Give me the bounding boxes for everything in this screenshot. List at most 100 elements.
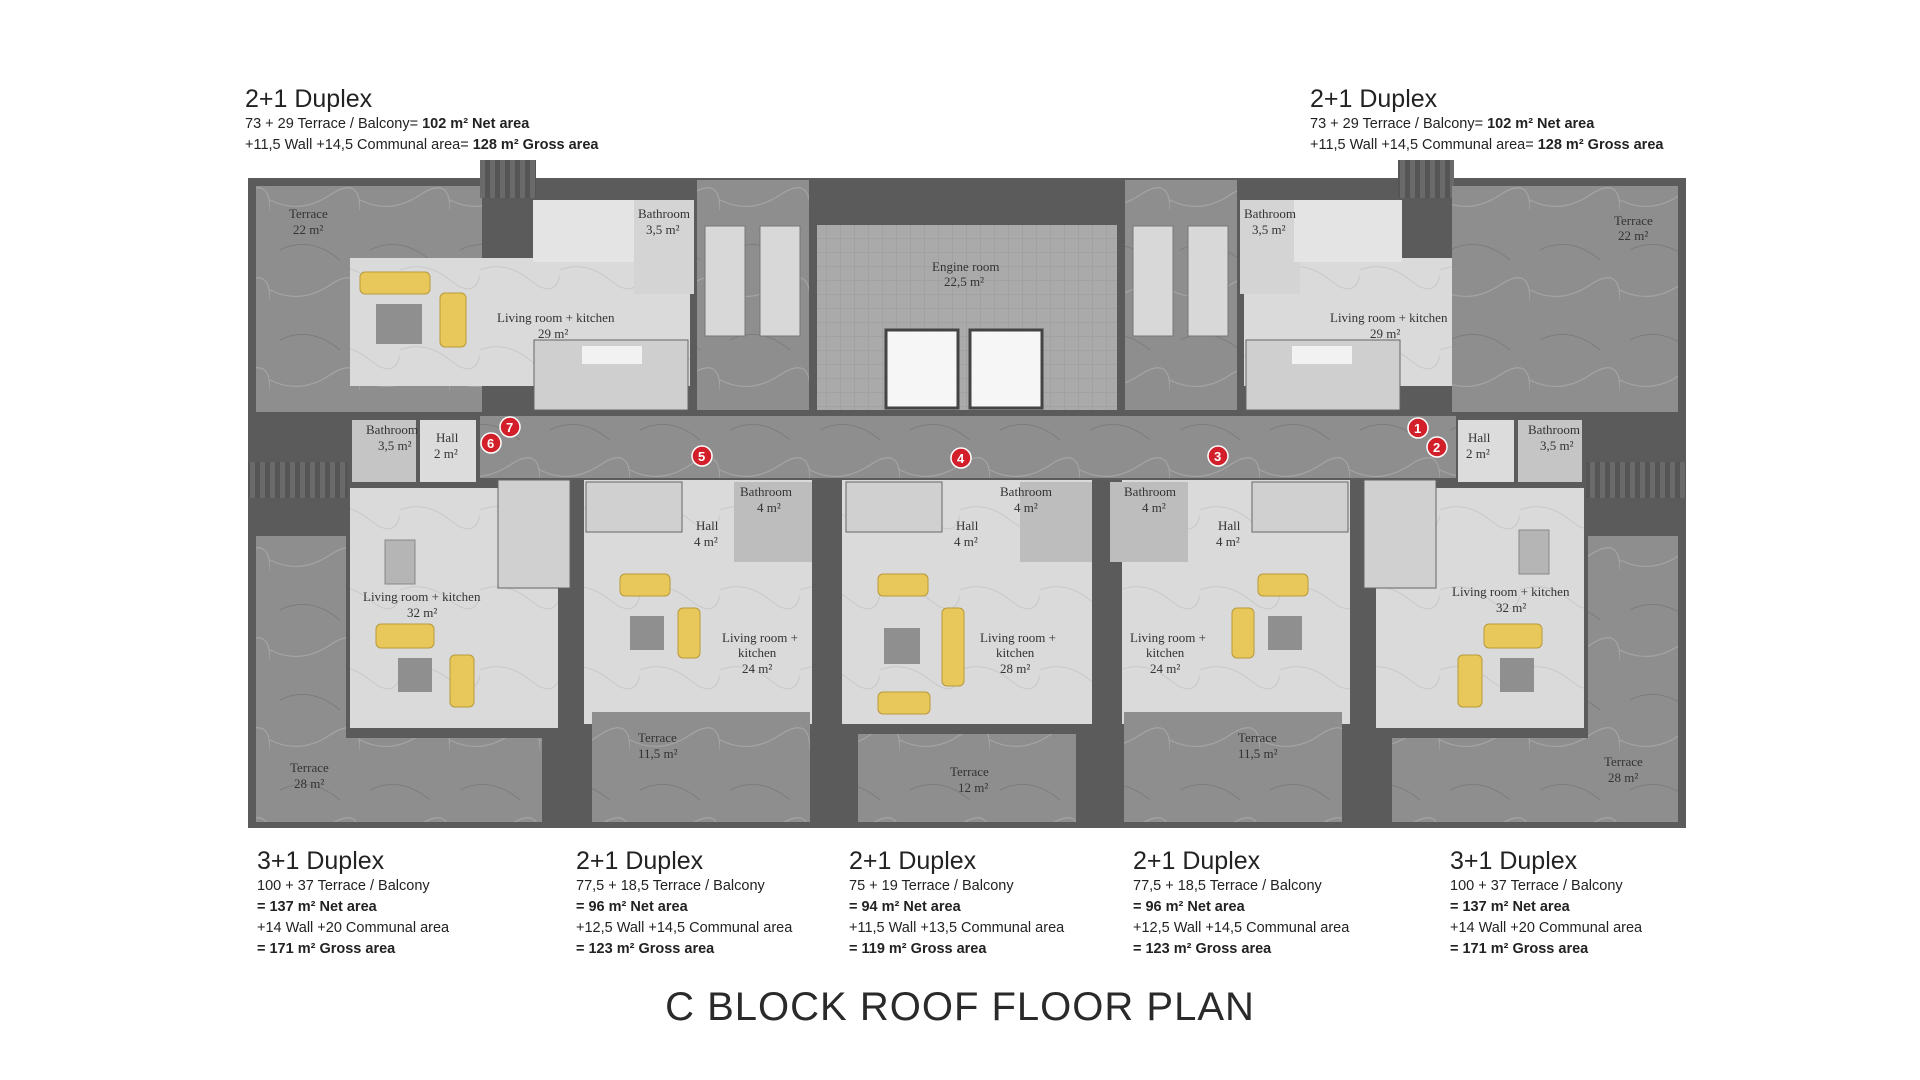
bathroom-lower-4 [1110,482,1188,562]
unit-gross-area: = 171 m² Gross area [1450,941,1589,957]
sofa [877,691,931,715]
sofa [1231,607,1255,659]
terrace-top-right [1452,186,1678,412]
stair-well [1292,346,1352,364]
room-area: 28 m² [294,776,324,791]
unit-info-top-right: 2+1 Duplex 73 + 29 Terrace / Balcony= 10… [1310,84,1663,156]
unit-info-top-left: 2+1 Duplex 73 + 29 Terrace / Balcony= 10… [245,84,598,156]
marker-number: 5 [698,449,705,464]
room-label: Living room + [980,630,1056,645]
table [1500,658,1534,692]
room-area: 29 m² [1370,326,1400,341]
room-label: Living room + kitchen [363,589,481,604]
sofa [1483,623,1543,649]
stair-flight [1132,225,1174,337]
unit-title: 3+1 Duplex [257,847,385,875]
room-area: 2 m² [1466,446,1490,461]
room-area: 28 m² [1000,661,1030,676]
unit-gross-area: = 123 m² Gross area [576,941,715,957]
room-area: 22,5 m² [944,274,984,289]
room-area: 12 m² [958,780,988,795]
unit-terrace-line: 77,5 + 18,5 Terrace / Balcony [1133,878,1322,894]
table [884,628,920,664]
marker-number: 7 [506,420,513,435]
room-label: Terrace [1614,213,1653,228]
sofa [449,654,475,708]
room-label: Terrace [950,764,989,779]
deck-side-right [1586,462,1686,498]
unit-gross-area: +11,5 Wall +14,5 Communal area= 128 m² G… [1310,137,1664,153]
room-area: 4 m² [1216,534,1240,549]
room-label: Terrace [638,730,677,745]
room-label: Living room + [722,630,798,645]
room-area: 3,5 m² [1252,222,1286,237]
room-label: Living room + kitchen [497,310,615,325]
room-label: Terrace [1604,754,1643,769]
room-label: Bathroom [740,484,792,499]
unit-net-area: = 94 m² Net area [849,899,961,915]
room-area: 4 m² [757,500,781,515]
sofa [439,292,467,348]
deck-top-right [1398,160,1454,198]
room-area: 3,5 m² [1540,438,1574,453]
room-area: 4 m² [1014,500,1038,515]
engine-room [817,225,1117,410]
room-label: Hall [1468,430,1491,445]
unit-gross-area: = 119 m² Gross area [849,941,987,957]
sofa [877,573,929,597]
bathroom-right [1518,420,1582,482]
hall-right [1458,420,1514,482]
room-label: Hall [436,430,459,445]
room-area: 3,5 m² [378,438,412,453]
unit-title: 2+1 Duplex [576,847,704,875]
stair-lower-3 [845,481,943,533]
bathroom-top-left [634,200,694,294]
stair-flight [1187,225,1229,337]
room-area: 22 m² [293,222,323,237]
room-area: 24 m² [1150,661,1180,676]
room-area: 22 m² [1618,228,1648,243]
elevator-left [884,328,960,410]
unit-net-area: = 96 m² Net area [1133,899,1245,915]
unit-info-bottom-5: 3+1 Duplex 100 + 37 Terrace / Balcony = … [1450,846,1642,960]
corridor [480,416,1456,478]
table [398,658,432,692]
elevator-right [968,328,1044,410]
sofa [375,623,435,649]
unit-title: 2+1 Duplex [1310,85,1438,113]
table [630,616,664,650]
sofa [1457,654,1483,708]
unit-info-bottom-4: 2+1 Duplex 77,5 + 18,5 Terrace / Balcony… [1133,846,1349,960]
unit-title: 3+1 Duplex [1450,847,1578,875]
terrace-lower-4 [1124,712,1342,822]
marker-number: 2 [1433,440,1440,455]
room-label: Bathroom [1528,422,1580,437]
stair-lower-4 [1251,481,1349,533]
kitchen-top-left [533,200,641,262]
room-label: Terrace [289,206,328,221]
room-area: 4 m² [1142,500,1166,515]
unit-wall-line: +12,5 Wall +14,5 Communal area [1133,920,1350,936]
room-area: 4 m² [694,534,718,549]
entrance-marker-2: 2 [1426,436,1448,458]
unit-net-area: = 137 m² Net area [1450,899,1570,915]
room-area: 29 m² [538,326,568,341]
stair-well [582,346,642,364]
sofa [941,607,965,687]
unit-title: 2+1 Duplex [1133,847,1261,875]
room-label: Terrace [1238,730,1277,745]
room-label: Bathroom [1000,484,1052,499]
room-label: Living room + kitchen [1330,310,1448,325]
sofa [619,573,671,597]
unit-gross-area: +11,5 Wall +14,5 Communal area= 128 m² G… [245,137,599,153]
room-label: Bathroom [1124,484,1176,499]
room-area: 3,5 m² [646,222,680,237]
unit-terrace-line: 75 + 19 Terrace / Balcony [849,878,1014,894]
bathroom-top-right [1240,200,1300,294]
entrance-marker-5: 5 [691,445,713,467]
unit-title: 2+1 Duplex [849,847,977,875]
unit-title: 2+1 Duplex [245,85,373,113]
room-area: 11,5 m² [638,746,678,761]
marker-number: 1 [1414,421,1421,436]
